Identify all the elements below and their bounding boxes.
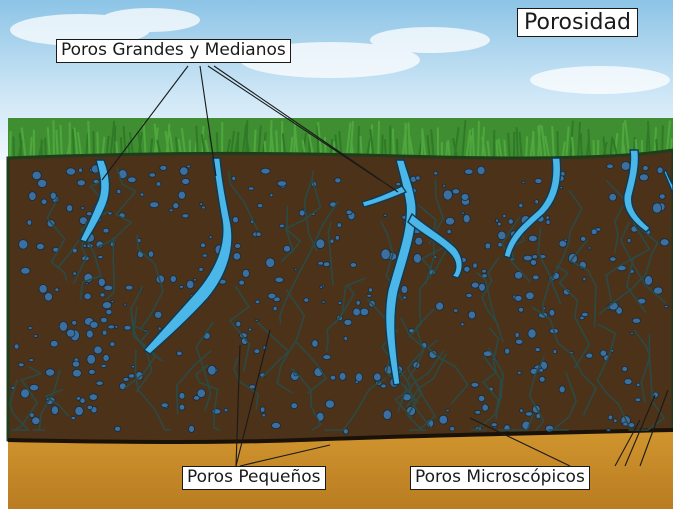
- title-box: Porosidad: [517, 8, 638, 37]
- label-microscopic-pores: Poros Microscópicos: [410, 466, 590, 490]
- label-small-pores: Poros Pequeños: [182, 466, 326, 490]
- label-large-medium-pores: Poros Grandes y Medianos: [56, 39, 291, 63]
